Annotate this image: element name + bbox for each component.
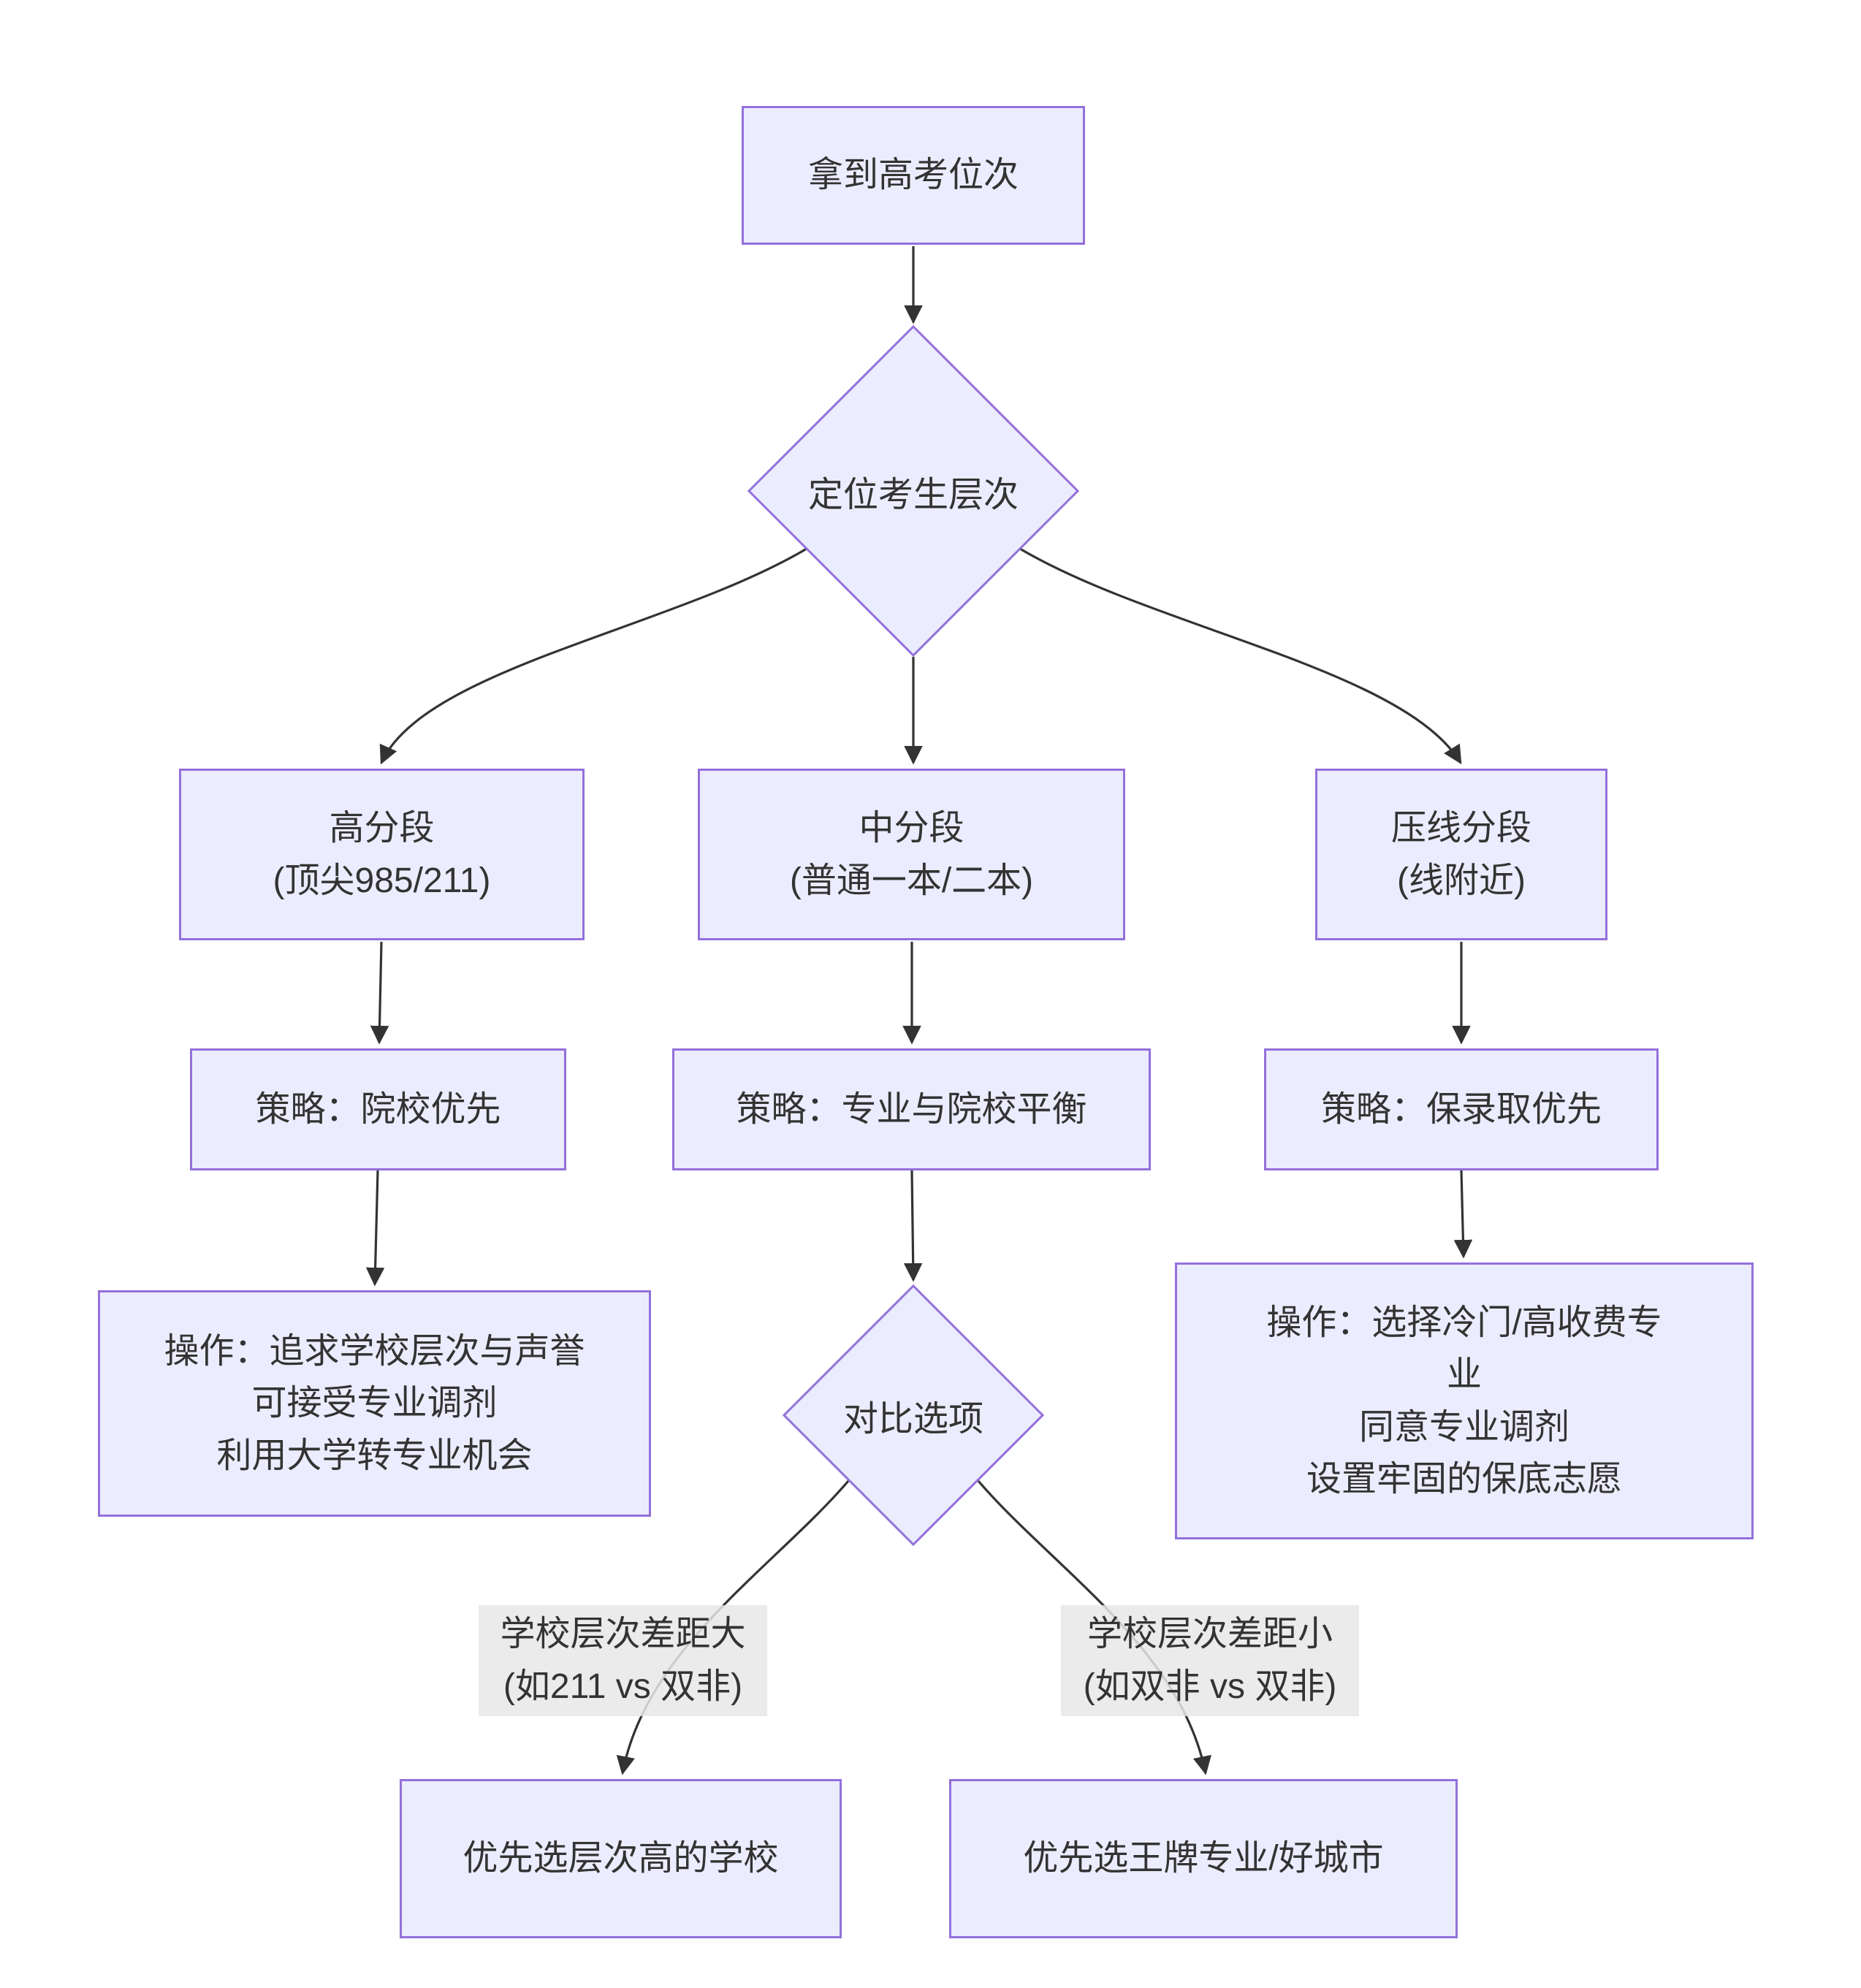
node-high-segment: 高分段 (顶尖985/211) — [179, 769, 585, 940]
node-action-high: 操作：追求学校层次与声誉 可接受专业调剂 利用大学转专业机会 — [98, 1290, 651, 1517]
node-strategy-high: 策略：院校优先 — [190, 1048, 566, 1170]
edge-strategyline-to-action — [1453, 1170, 1473, 1259]
node-line-segment: 压线分段 (线附近) — [1315, 769, 1607, 940]
node-action-line: 操作：选择冷门/高收费专 业 同意专业调剂 设置牢固的保底志愿 — [1175, 1263, 1754, 1539]
edge-decision-to-line — [1019, 547, 1462, 765]
node-start: 拿到高考位次 — [742, 106, 1085, 245]
node-strategy-line: 策略：保录取优先 — [1264, 1048, 1659, 1170]
node-mid-segment: 中分段 (普通一本/二本) — [698, 769, 1125, 940]
edge-decision-to-high — [379, 547, 807, 765]
decision-level-diamond — [747, 324, 1080, 658]
edge-high-to-strategy — [370, 941, 389, 1045]
edge-strategymid-to-compare — [903, 1170, 923, 1282]
node-prefer-school: 优先选层次高的学校 — [400, 1779, 842, 1938]
edge-label-gap-large: 学校层次差距大 (如211 vs 双非) — [479, 1605, 767, 1716]
edge-label-gap-small: 学校层次差距小 (如双非 vs 双非) — [1061, 1605, 1359, 1716]
node-decision-compare-label: 对比选项 — [842, 1400, 983, 1439]
node-decision-level-label: 定位考生层次 — [807, 476, 1019, 514]
node-prefer-major: 优先选王牌专业/好城市 — [949, 1779, 1458, 1938]
decision-compare-diamond — [782, 1284, 1045, 1547]
node-strategy-mid: 策略：专业与院校平衡 — [672, 1048, 1151, 1170]
edge-strategyhigh-to-action — [365, 1170, 385, 1287]
